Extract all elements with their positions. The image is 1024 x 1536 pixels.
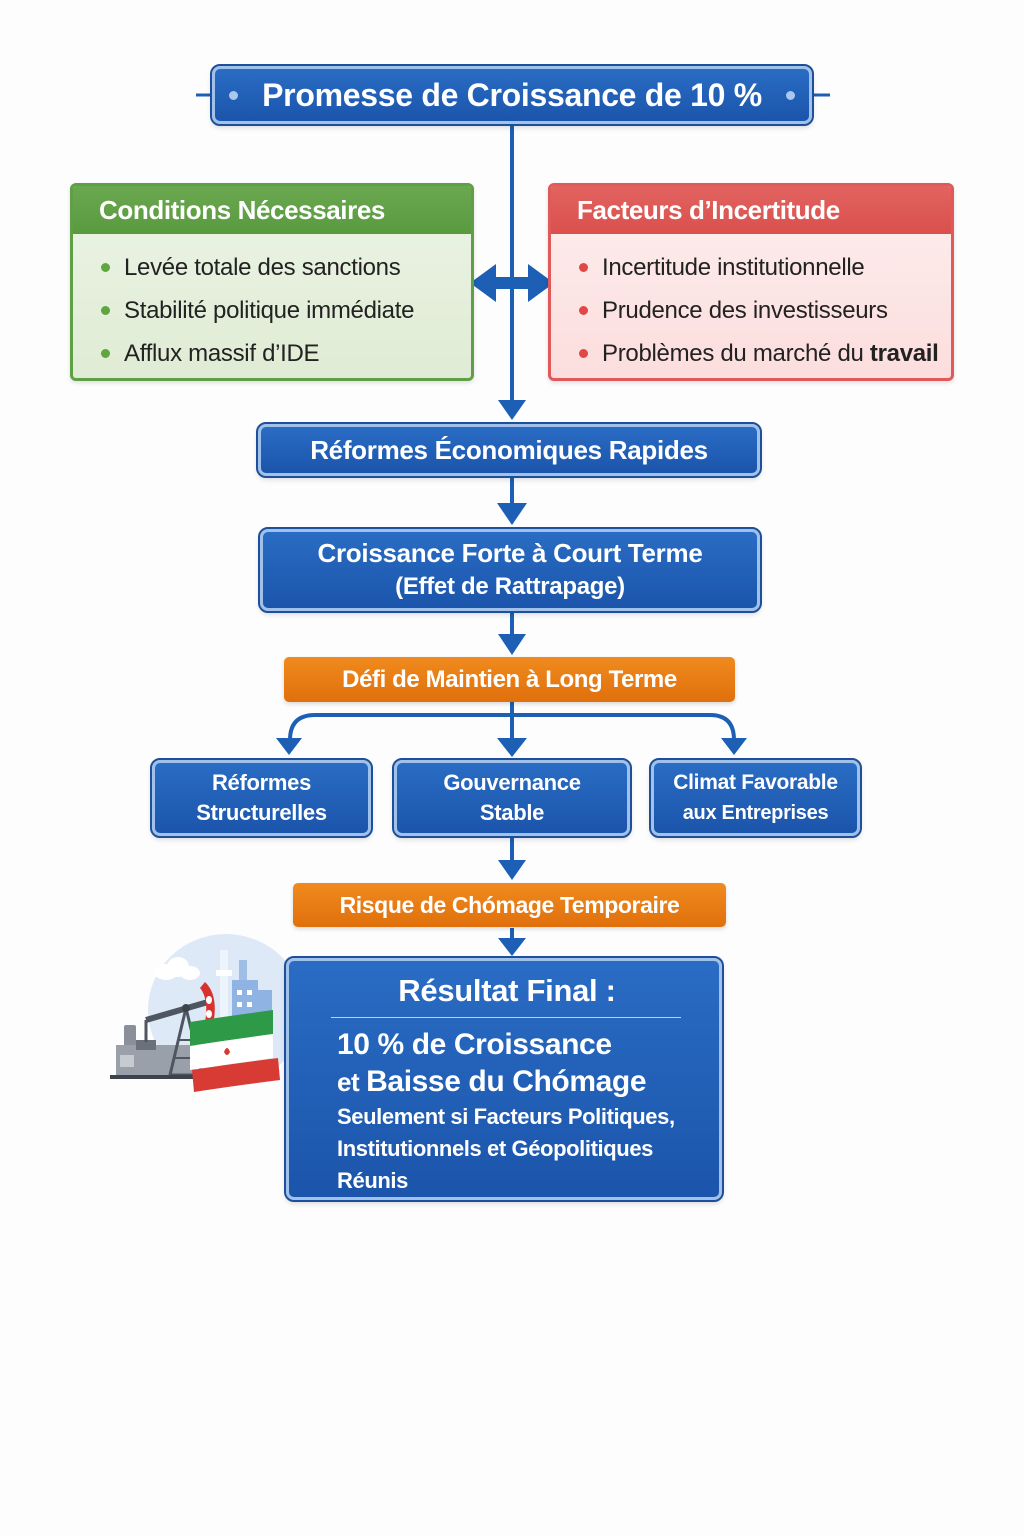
bullet-icon bbox=[579, 349, 588, 358]
conditions-item: Levée totale des sanctions bbox=[73, 246, 471, 289]
bullet-icon bbox=[579, 306, 588, 315]
pillar-gouvernance-stable: Gouvernance Stable bbox=[392, 758, 632, 838]
branch-right-connector bbox=[512, 713, 736, 741]
uncertainty-item: Incertitude institutionnelle bbox=[551, 246, 951, 289]
arrow-to-defi bbox=[498, 634, 526, 655]
pillar-reformes-structurelles: Réformes Structurelles bbox=[150, 758, 373, 838]
title-dot-left bbox=[229, 90, 238, 100]
uncertainty-heading: Facteurs d’Incertitude bbox=[551, 186, 951, 234]
diagram-title: Promesse de Croissance de 10 % bbox=[262, 76, 762, 113]
arrow-to-reformes bbox=[498, 400, 526, 420]
final-line-4: Institutionnels et Géopolitiques bbox=[337, 1136, 653, 1161]
bullet-icon bbox=[579, 263, 588, 272]
uncertainty-panel: Facteurs d’Incertitude Incertitude insti… bbox=[548, 183, 954, 381]
croissance-box: Croissance Forte à Court Terme (Effet de… bbox=[258, 527, 762, 613]
final-line-2: et Baisse du Chómage bbox=[337, 1065, 647, 1098]
final-divider bbox=[331, 1017, 681, 1018]
conditions-heading: Conditions Nécessaires bbox=[73, 186, 471, 234]
conditions-item: Afflux massif d’IDE bbox=[73, 332, 471, 375]
uncertainty-item: Prudence des investisseurs bbox=[551, 289, 951, 332]
uncertainty-list: Incertitude institutionnelle Prudence de… bbox=[551, 234, 951, 378]
pillar-climat-favorable: Climat Favorable aux Entreprises bbox=[649, 758, 862, 838]
title-dot-right bbox=[786, 90, 795, 100]
final-line-3: Seulement si Facteurs Politiques, bbox=[337, 1104, 675, 1129]
bullet-icon bbox=[101, 349, 110, 358]
conditions-list: Levée totale des sanctions Stabilité pol… bbox=[73, 234, 471, 378]
oil-pump-flag-city-icon bbox=[110, 934, 293, 1092]
final-line-5: Réunis bbox=[337, 1168, 408, 1193]
conditions-panel: Conditions Nécessaires Levée totale des … bbox=[70, 183, 474, 381]
conditions-item: Stabilité politique immédiate bbox=[73, 289, 471, 332]
defi-box: Défi de Maintien à Long Terme bbox=[284, 657, 735, 702]
iran-flag-icon bbox=[190, 1010, 280, 1092]
arrow-to-gouvernance bbox=[497, 738, 527, 757]
title-box: Promesse de Croissance de 10 % bbox=[210, 64, 814, 126]
arrow-to-climat bbox=[721, 738, 747, 755]
double-arrow-icon bbox=[470, 264, 554, 302]
bullet-icon bbox=[101, 306, 110, 315]
risque-box: Risque de Chómage Temporaire bbox=[293, 883, 726, 927]
final-line-1: 10 % de Croissance bbox=[337, 1028, 612, 1061]
bullet-icon bbox=[101, 263, 110, 272]
branch-left-connector bbox=[288, 713, 512, 741]
arrow-to-final bbox=[498, 938, 526, 956]
uncertainty-item: Problèmes du marché du travail bbox=[551, 332, 951, 375]
arrow-to-structurelles bbox=[276, 738, 302, 755]
reformes-box: Réformes Économiques Rapides bbox=[256, 422, 762, 478]
arrow-to-risque bbox=[498, 860, 526, 880]
final-title: Résultat Final : bbox=[398, 973, 616, 1008]
arrow-to-croissance bbox=[497, 503, 527, 525]
final-result-box: Résultat Final : 10 % de Croissance et B… bbox=[284, 956, 724, 1202]
